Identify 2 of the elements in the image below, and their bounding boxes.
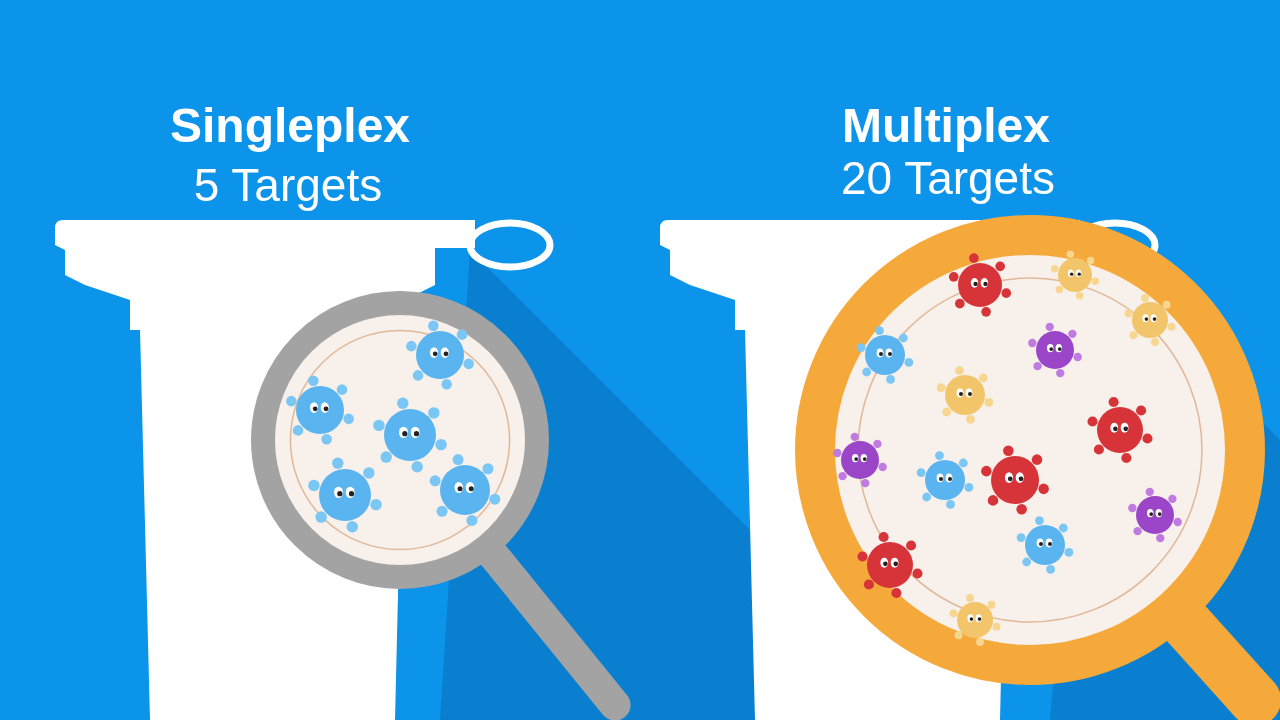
- heading: Multiplex: [842, 102, 1050, 150]
- heading: Singleplex: [169, 102, 411, 150]
